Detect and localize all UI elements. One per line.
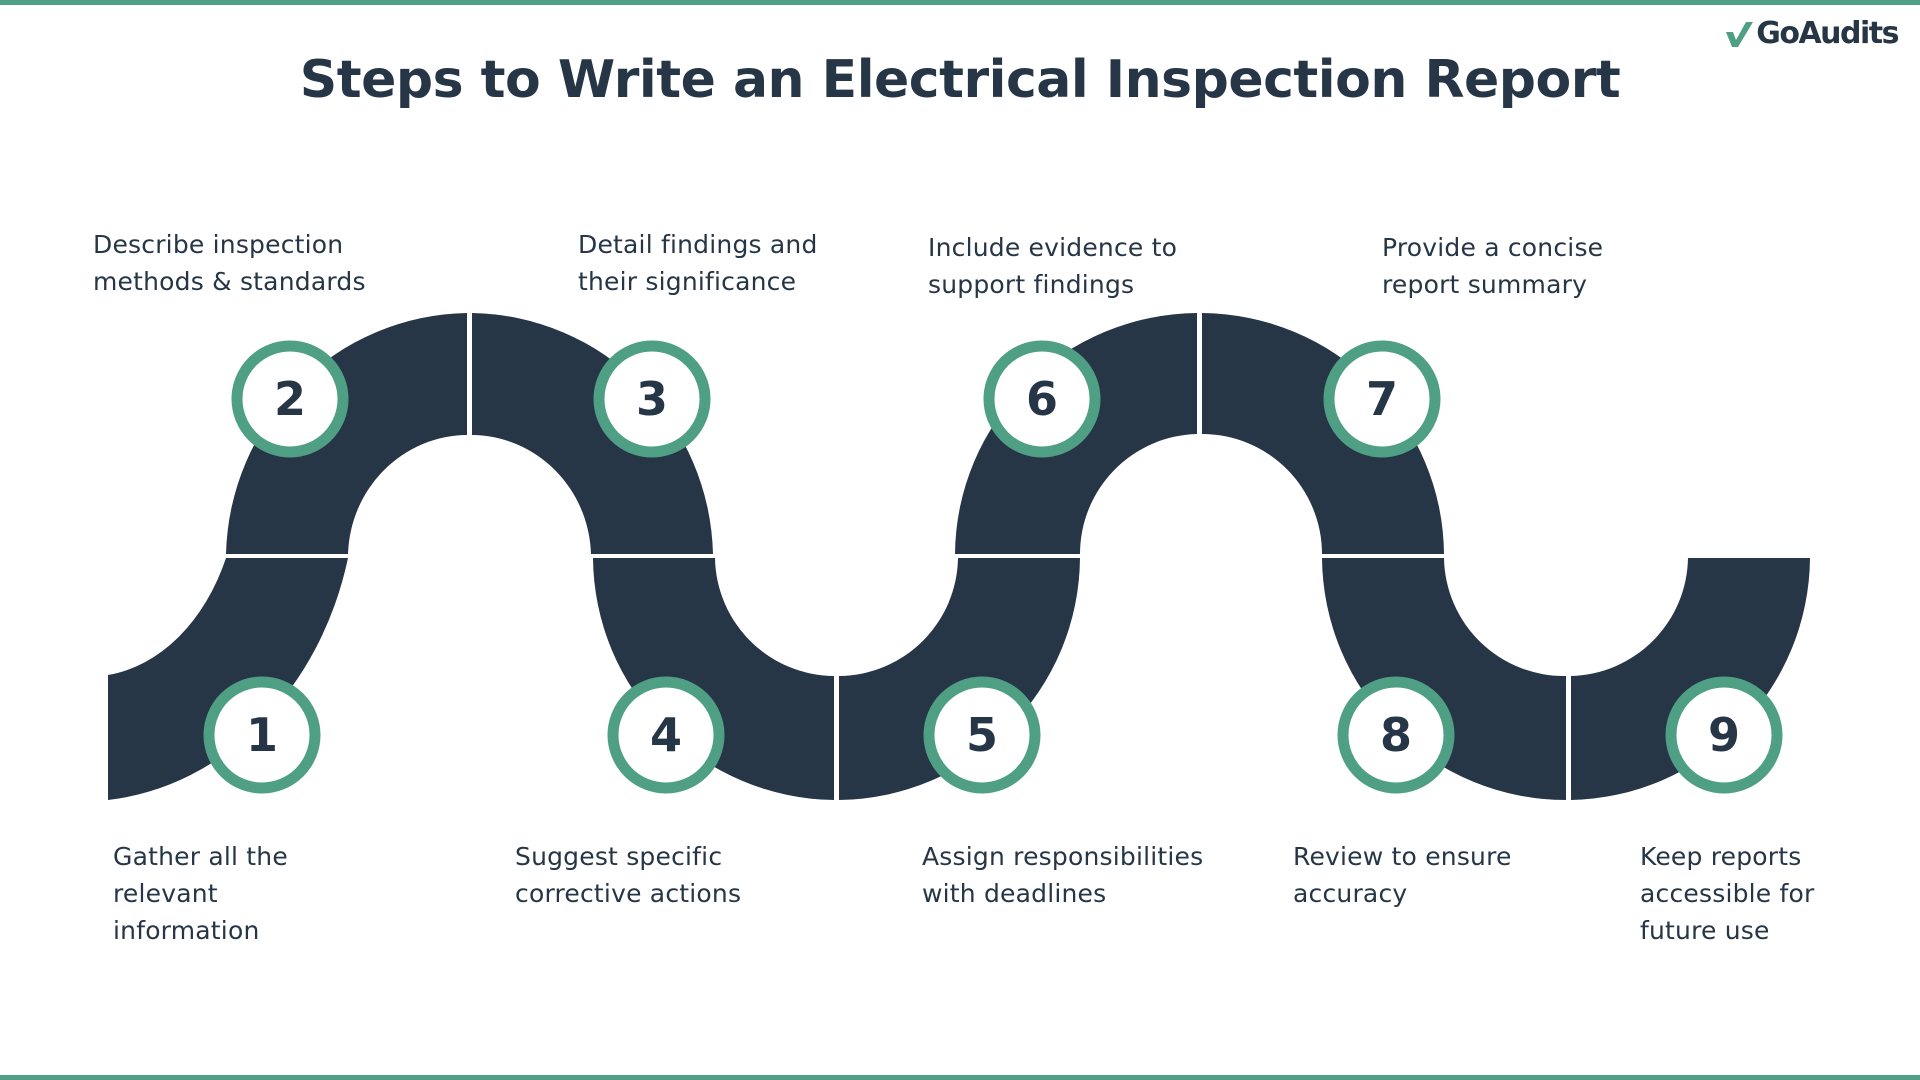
step-marker-6: 6 [983,340,1101,458]
step-marker-3: 3 [593,340,711,458]
step-marker-7: 7 [1323,340,1441,458]
step-2-label: Describe inspection methods & standards [93,230,366,296]
brand-name: GoAudits [1756,16,1899,51]
ribbon-segment-9 [1571,558,1810,800]
step-number: 8 [1380,708,1412,762]
step-number: 3 [636,372,668,426]
bottom-accent-rule [0,1075,1920,1080]
ribbon-segment-3 [472,313,713,554]
step-marker-1: 1 [203,676,321,794]
step-8-label: Review to ensure accuracy [1293,842,1512,908]
step-9-label: Keep reports accessible for future use [1640,842,1815,945]
checkmark-icon [1726,21,1754,47]
step-1-label: Gather all the relevant information [113,842,288,945]
step-number: 2 [274,372,306,426]
step-marker-9: 9 [1665,676,1783,794]
step-number: 9 [1708,708,1740,762]
step-number: 6 [1026,372,1058,426]
ribbon-segment-8 [1322,558,1566,800]
step-marker-8: 8 [1337,676,1455,794]
step-5-label: Assign responsibilities with deadlines [922,842,1204,908]
ribbon-segment-5 [839,558,1080,800]
step-number: 1 [246,708,278,762]
step-marker-2: 2 [231,340,349,458]
ribbon-segment-4 [593,558,834,800]
top-accent-rule [0,0,1920,5]
page-title: Steps to Write an Electrical Inspection … [299,50,1621,110]
brand-logo: GoAudits [1724,16,1899,51]
step-7-label: Provide a concise report summary [1382,233,1604,299]
step-4-label: Suggest specific corrective actions [515,842,742,908]
step-number: 5 [966,708,998,762]
step-number: 4 [650,708,682,762]
step-3-label: Detail findings and their significance [578,230,818,296]
step-number: 7 [1366,372,1398,426]
ribbon-segment-1 [108,558,348,800]
step-marker-4: 4 [607,676,725,794]
ribbon-segment-2 [226,313,467,554]
ribbon-segment-7 [1202,313,1444,554]
step-6-label: Include evidence to support findings [928,233,1178,299]
step-marker-5: 5 [923,676,1041,794]
